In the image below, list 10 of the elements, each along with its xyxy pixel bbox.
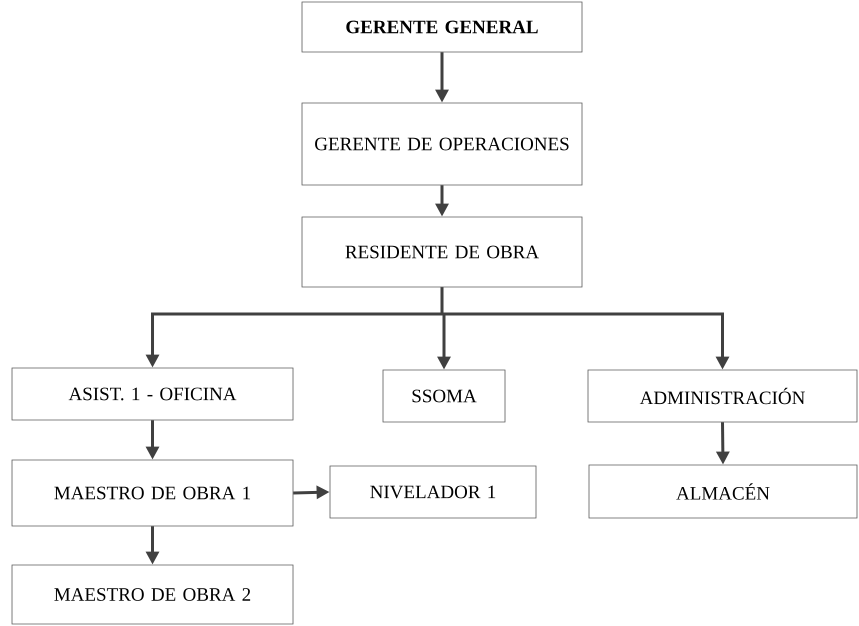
org-box: GERENTE DE OPERACIONES [302,102,582,186]
org-box: SSOMA [382,370,506,422]
org-box: ALMACÉN [588,464,858,518]
org-box: GERENTE GENERAL [302,2,582,52]
org-box: ADMINISTRACIÓN [588,370,858,422]
org-box: MAESTRO DE OBRA 1 [12,460,294,526]
org-box: RESIDENTE DE OBRA [302,216,582,288]
org-box: MAESTRO DE OBRA 2 [12,564,294,624]
org-box: NIVELADOR 1 [330,466,536,518]
org-box: ASIST. 1 - OFICINA [12,368,294,420]
